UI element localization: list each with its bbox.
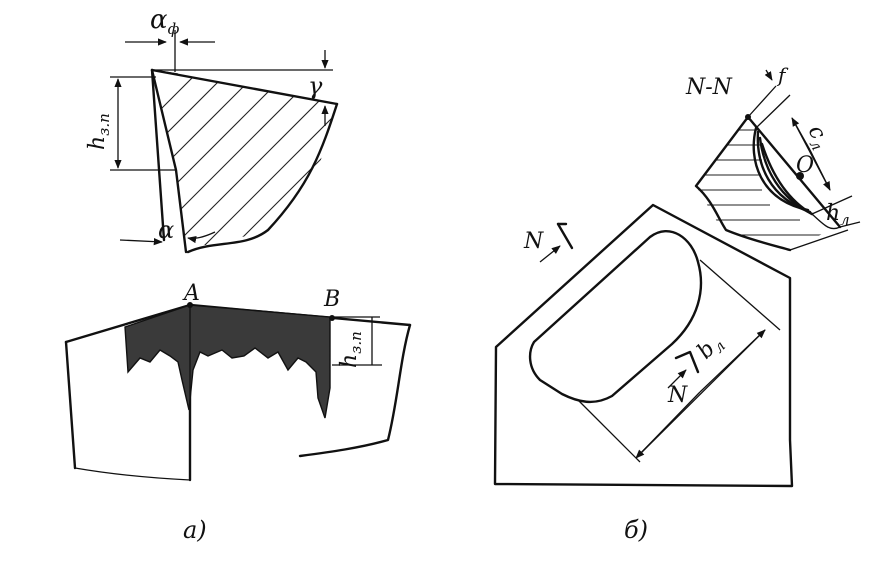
insert-outline <box>493 203 794 488</box>
caption-b: б) <box>624 516 648 544</box>
wedge-section-a: αф γ hз.п α <box>85 5 339 254</box>
label-h-zp: hз.п <box>85 113 113 150</box>
caption-a: а) <box>183 516 207 544</box>
label-section: N-N <box>685 75 733 100</box>
flank-wear-land <box>124 304 331 419</box>
label-n-top: N <box>523 229 544 254</box>
insert-b: N N bл <box>493 203 794 488</box>
label-gamma: γ <box>308 72 323 100</box>
label-b-l: bл <box>693 330 730 367</box>
label-point-a: A <box>182 281 200 306</box>
label-h-zp-right: hз.п <box>337 331 365 368</box>
wedge-worn-flank <box>150 68 166 242</box>
section-mark-bottom <box>674 350 700 374</box>
label-point-b: B <box>323 287 340 312</box>
section-n-n: N-N f cл O hл <box>685 63 861 252</box>
crater-outline <box>528 230 703 404</box>
label-alpha: α <box>158 216 174 244</box>
tool-body-a: A B hз.п <box>64 281 412 482</box>
wedge-rake-face <box>150 68 339 106</box>
label-h-l: hл <box>826 201 850 229</box>
section-mark-top <box>556 222 574 250</box>
wedge-back <box>186 102 339 254</box>
label-o: O <box>796 153 814 178</box>
label-c-l: cл <box>800 121 835 153</box>
label-f: f <box>776 63 789 87</box>
label-n-bottom: N <box>667 383 688 408</box>
section-outline <box>694 115 792 252</box>
label-alpha-f: αф <box>150 5 180 38</box>
